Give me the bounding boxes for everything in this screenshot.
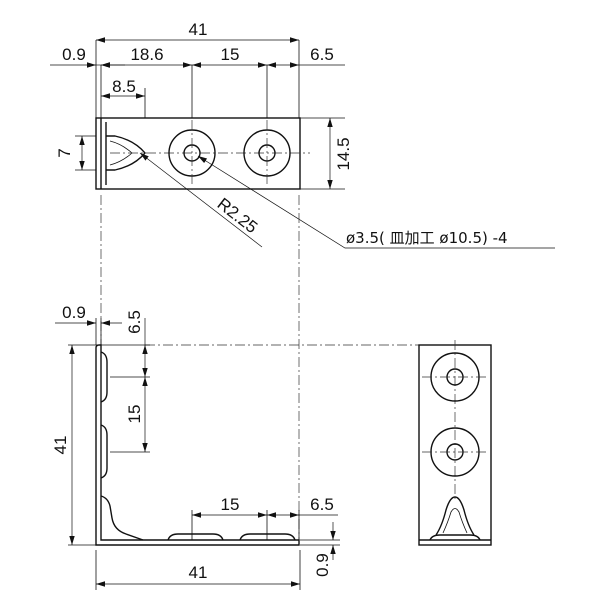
label-top-end: 6.5 xyxy=(310,45,334,64)
label-front-horizontal-pitch: 15 xyxy=(221,495,240,514)
side-rib xyxy=(435,496,475,536)
top-hole-2 xyxy=(243,120,291,186)
label-front-horizontal-margin: 6.5 xyxy=(310,495,334,514)
label-front-vertical-margin: 6.5 xyxy=(125,310,144,334)
leader-radius xyxy=(139,152,263,248)
label-top-height: 14.5 xyxy=(334,137,353,170)
label-top-slot-length: 8.5 xyxy=(112,77,136,96)
label-front-thickness: 0.9 xyxy=(62,303,86,322)
label-top-pitch: 15 xyxy=(221,45,240,64)
top-hole-1 xyxy=(168,120,216,186)
front-bracket-outline xyxy=(95,344,300,546)
label-front-height: 41 xyxy=(51,436,70,455)
label-front-vertical-pitch: 15 xyxy=(125,405,144,424)
label-top-overall: 41 xyxy=(189,20,208,39)
front-corner-rib xyxy=(100,495,144,541)
top-view: 41 0.9 18.6 15 6.5 8.5 7 14.5 xyxy=(50,20,555,249)
label-front-bottom-thickness: 0.9 xyxy=(313,553,332,577)
side-hole-1 xyxy=(422,352,488,402)
top-plate-outline xyxy=(95,117,301,190)
side-hole-2 xyxy=(422,427,488,477)
label-top-thickness: 0.9 xyxy=(62,45,86,64)
label-top-slot-width: 7 xyxy=(55,148,74,157)
side-view xyxy=(418,340,492,546)
front-view: 0.9 6.5 15 41 15 6.5 41 0.9 xyxy=(51,303,340,590)
label-hole-callout: ø3.5( 皿加工 ø10.5) -4 xyxy=(346,229,508,247)
label-top-first-hole: 18.6 xyxy=(130,45,163,64)
label-front-width: 41 xyxy=(189,563,208,582)
leader-hole-callout xyxy=(197,155,555,249)
